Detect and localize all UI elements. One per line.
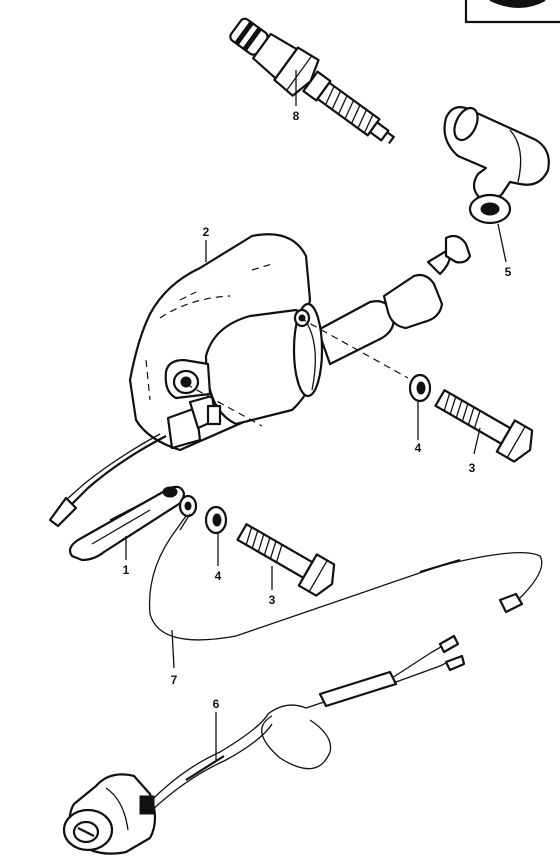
- spark-plug: [229, 17, 396, 145]
- callout-2: 2: [203, 225, 210, 239]
- leader-lines: [125, 70, 507, 760]
- callout-labels: 8 2 5 4 3 1 4 3 7 6: [123, 109, 512, 711]
- callout-6: 6: [213, 697, 220, 711]
- bolt-lower: [236, 523, 336, 597]
- ground-wire: [148, 494, 543, 641]
- callout-7: 8: [293, 109, 300, 123]
- callout-5: 5: [505, 265, 512, 279]
- callout-3-lower: 3: [269, 593, 276, 607]
- washer-lower: [204, 505, 228, 535]
- washer-upper: [408, 373, 432, 403]
- callout-4-upper: 4: [415, 441, 422, 455]
- callout-3-upper: 3: [469, 461, 476, 475]
- engine-stop-switch: [62, 634, 466, 855]
- corner-reference-box: [464, 0, 560, 24]
- callout-4-lower: 4: [215, 569, 222, 583]
- callout-1: 1: [123, 563, 130, 577]
- bolt-upper: [434, 389, 534, 463]
- callout-8: 7: [171, 673, 178, 687]
- ground-plate: [68, 485, 186, 562]
- spark-plug-cap: [443, 106, 550, 225]
- ignition-coil: [48, 233, 472, 528]
